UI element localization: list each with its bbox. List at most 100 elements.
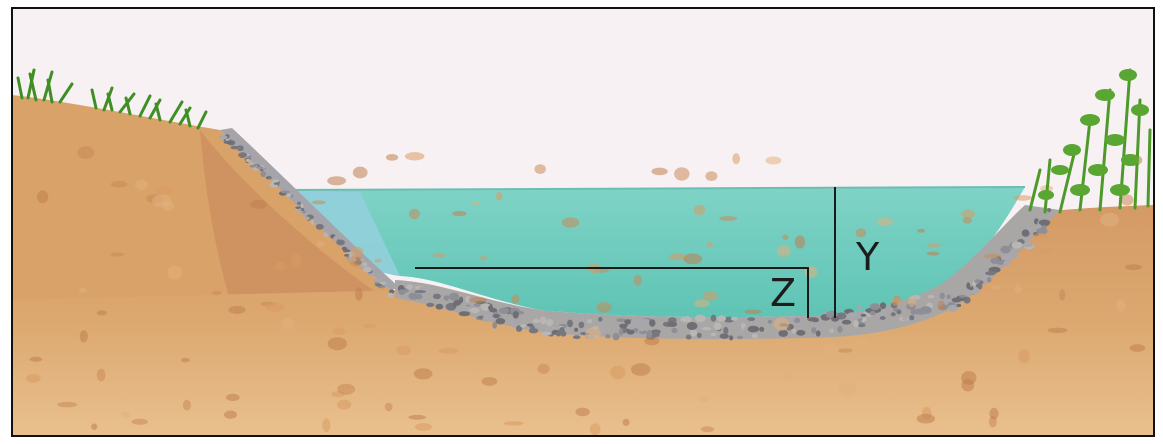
pebble (870, 311, 876, 316)
soil-spot (774, 317, 790, 330)
pebble (487, 318, 494, 321)
soil-spot (908, 296, 916, 307)
pebble (532, 319, 539, 323)
pebble (433, 294, 441, 300)
soil-spot (777, 245, 791, 257)
pebble (301, 208, 304, 211)
pebble (1047, 208, 1051, 212)
pebble (459, 297, 463, 304)
soil-spot (701, 426, 714, 432)
soil-spot (181, 358, 190, 363)
soil-spot (927, 243, 941, 247)
pebble (915, 309, 919, 315)
pebble (687, 322, 698, 330)
soil-spot (405, 152, 425, 160)
pebble (731, 317, 738, 321)
pebble (613, 333, 620, 341)
pebble (230, 146, 239, 150)
soil-spot (917, 229, 925, 233)
pebble (940, 293, 945, 300)
pebble (794, 318, 800, 323)
pebble (891, 312, 896, 316)
pebble (492, 322, 497, 329)
pebble (598, 317, 602, 322)
pebble (499, 308, 510, 314)
soil-spot (439, 348, 459, 354)
pebble (737, 327, 742, 332)
pebble (546, 319, 553, 326)
soil-spot (694, 205, 705, 216)
soil-spot (328, 337, 347, 350)
pebble (342, 247, 347, 251)
soil-spot (651, 168, 667, 176)
pebble (695, 315, 706, 323)
soil-spot (351, 247, 364, 258)
pebble (909, 315, 914, 320)
pebble (488, 305, 493, 310)
soil-spot (250, 200, 267, 209)
soil-spot (705, 171, 717, 181)
pebble (311, 219, 314, 225)
soil-spot (644, 337, 659, 346)
pebble (759, 327, 764, 332)
pebble (880, 316, 886, 320)
pebble (896, 310, 901, 314)
soil-spot (479, 256, 487, 260)
pebble (811, 327, 816, 334)
pebble (336, 240, 345, 246)
pebble (388, 293, 393, 298)
pebble (685, 316, 689, 321)
pebble (513, 311, 519, 319)
pebble (381, 285, 384, 287)
pebble (723, 327, 728, 335)
pebble (857, 306, 863, 310)
soil-spot (822, 344, 838, 355)
pebble (965, 289, 969, 296)
pebble (260, 169, 264, 172)
pebble (616, 318, 625, 322)
pebble (579, 322, 585, 329)
pebble (306, 217, 310, 221)
soil-spot (891, 297, 902, 306)
pebble (748, 326, 759, 333)
soil-spot (332, 327, 345, 334)
pebble (574, 328, 578, 332)
soil-spot (228, 306, 245, 314)
soil-spot (68, 361, 78, 365)
soil-spot (1015, 285, 1022, 294)
soil-spot (386, 154, 398, 161)
pebble (415, 290, 426, 293)
pebble (511, 321, 517, 328)
pebble (631, 319, 643, 324)
pebble (274, 182, 280, 184)
soil-spot (674, 167, 689, 180)
pebble (634, 328, 639, 333)
soil-spot (700, 395, 709, 402)
pebble (796, 330, 805, 336)
pebble (987, 277, 992, 282)
soil-spot (337, 400, 351, 410)
pebble (646, 330, 652, 338)
soil-spot (408, 415, 426, 420)
pebble (752, 333, 758, 338)
pebble (587, 319, 592, 323)
pebble (737, 319, 742, 326)
soil-spot (963, 217, 973, 224)
pebble (363, 263, 366, 267)
pebble (272, 179, 279, 182)
soil-spot (610, 366, 625, 380)
pebble (436, 304, 444, 310)
soil-spot (631, 363, 651, 376)
soil-spot (1116, 300, 1126, 312)
soil-spot (409, 209, 420, 219)
pebble (256, 166, 263, 169)
pebble (671, 328, 677, 333)
soil-spot (135, 180, 148, 190)
pebble (239, 153, 247, 157)
pebble (928, 295, 934, 298)
pebble (920, 306, 931, 314)
pebble (573, 335, 581, 339)
soil-spot (224, 411, 237, 419)
pebble (567, 320, 573, 328)
soil-spot (856, 339, 867, 344)
